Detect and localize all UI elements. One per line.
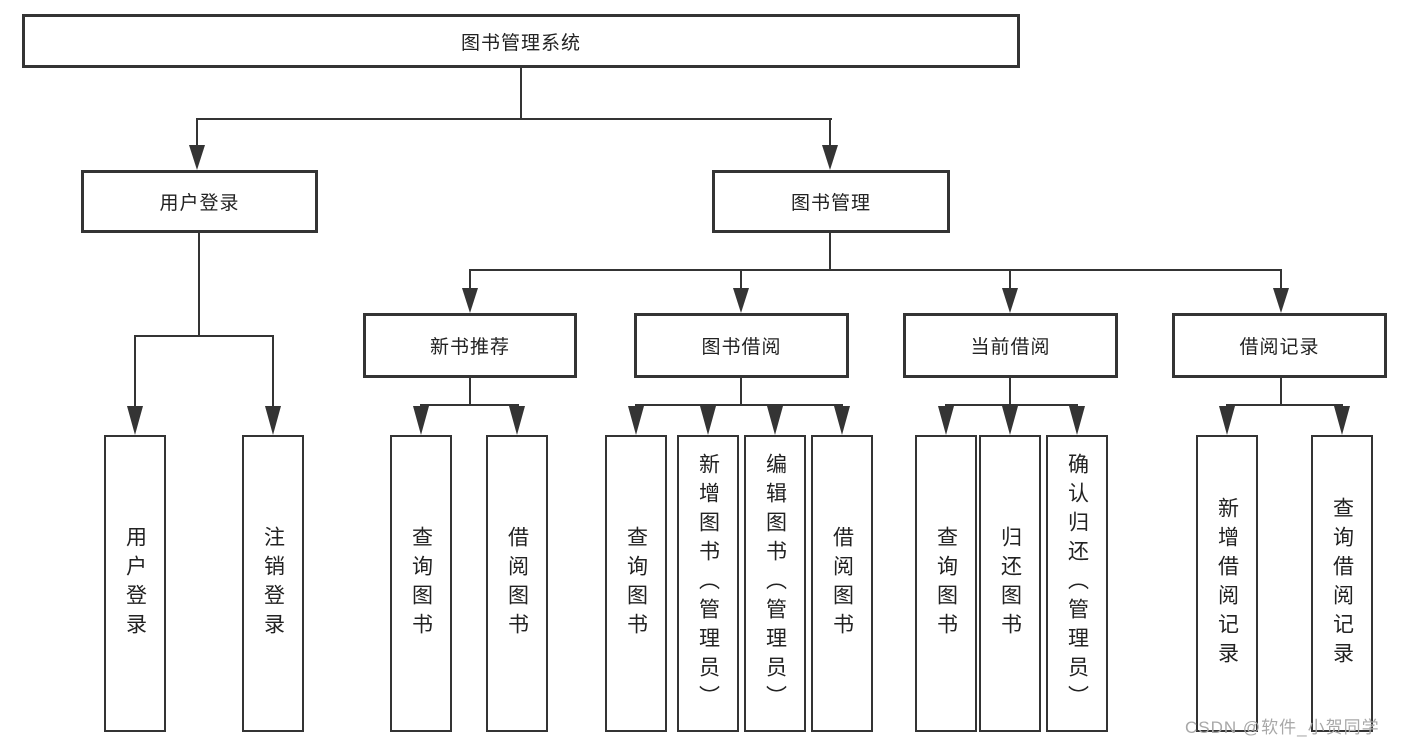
arrow-down-icon bbox=[834, 406, 850, 435]
connector-line bbox=[635, 404, 843, 406]
connector-line bbox=[196, 118, 832, 120]
node-library-management-system: 图书管理系统 bbox=[22, 14, 1020, 68]
arrow-down-icon bbox=[413, 406, 429, 435]
watermark-text: CSDN @软件_小贺同学 bbox=[1185, 718, 1380, 737]
node-borrowing-records: 借阅记录 bbox=[1172, 313, 1387, 378]
leaf-return-books: 归还图书 bbox=[979, 435, 1041, 732]
leaf-query-borrow-record-label: 查询借阅记录 bbox=[1330, 496, 1354, 671]
arrow-down-icon bbox=[700, 406, 716, 435]
arrow-down-icon bbox=[1002, 406, 1018, 435]
arrow-down-icon bbox=[265, 406, 281, 435]
connector-line bbox=[198, 231, 200, 337]
leaf-query-books-recommend: 查询图书 bbox=[390, 435, 452, 732]
connector-line bbox=[134, 335, 136, 411]
leaf-add-book-admin: 新增图书（管理员） bbox=[677, 435, 739, 732]
node-current-borrowing: 当前借阅 bbox=[903, 313, 1118, 378]
arrow-down-icon bbox=[767, 406, 783, 435]
connector-line bbox=[829, 118, 831, 148]
node-book-borrowing: 图书借阅 bbox=[634, 313, 849, 378]
leaf-logout: 注销登录 bbox=[242, 435, 304, 732]
connector-line bbox=[469, 376, 471, 406]
connector-line bbox=[1280, 376, 1282, 406]
leaf-borrow-books-borrowing-label: 借阅图书 bbox=[830, 525, 854, 642]
leaf-user-login-label: 用户登录 bbox=[123, 525, 147, 642]
connector-line bbox=[272, 335, 274, 411]
leaf-query-books-borrowing: 查询图书 bbox=[605, 435, 667, 732]
arrow-down-icon bbox=[938, 406, 954, 435]
leaf-confirm-return-admin-label: 确认归还（管理员） bbox=[1065, 453, 1089, 714]
connector-line bbox=[1226, 404, 1343, 406]
connector-line bbox=[740, 376, 742, 406]
leaf-add-borrow-record-label: 新增借阅记录 bbox=[1215, 496, 1239, 671]
connector-line bbox=[829, 231, 831, 271]
connector-line bbox=[420, 404, 519, 406]
connector-line bbox=[196, 118, 198, 148]
connector-line bbox=[1009, 376, 1011, 406]
leaf-confirm-return-admin: 确认归还（管理员） bbox=[1046, 435, 1108, 732]
connector-line bbox=[740, 269, 742, 291]
connector-line bbox=[1009, 269, 1011, 291]
arrow-down-icon bbox=[1219, 406, 1235, 435]
leaf-query-books-current: 查询图书 bbox=[915, 435, 977, 732]
leaf-edit-book-admin: 编辑图书（管理员） bbox=[744, 435, 806, 732]
leaf-query-books-borrowing-label: 查询图书 bbox=[624, 525, 648, 642]
node-book-management: 图书管理 bbox=[712, 170, 950, 233]
connector-line bbox=[134, 335, 274, 337]
leaf-borrow-books-borrowing: 借阅图书 bbox=[811, 435, 873, 732]
arrow-down-icon bbox=[733, 288, 749, 313]
leaf-add-book-admin-label: 新增图书（管理员） bbox=[696, 453, 720, 714]
arrow-down-icon bbox=[1334, 406, 1350, 435]
leaf-query-borrow-record: 查询借阅记录 bbox=[1311, 435, 1373, 732]
arrow-down-icon bbox=[127, 406, 143, 435]
connector-line bbox=[1280, 269, 1282, 291]
leaf-edit-book-admin-label: 编辑图书（管理员） bbox=[763, 453, 787, 714]
leaf-borrow-books-recommend: 借阅图书 bbox=[486, 435, 548, 732]
leaf-query-books-current-label: 查询图书 bbox=[934, 525, 958, 642]
leaf-return-books-label: 归还图书 bbox=[998, 525, 1022, 642]
leaf-query-books-recommend-label: 查询图书 bbox=[409, 525, 433, 642]
node-new-book-recommend: 新书推荐 bbox=[363, 313, 577, 378]
leaf-add-borrow-record: 新增借阅记录 bbox=[1196, 435, 1258, 732]
connector-line bbox=[469, 269, 1282, 271]
arrow-down-icon bbox=[1273, 288, 1289, 313]
arrow-down-icon bbox=[628, 406, 644, 435]
connector-line bbox=[469, 269, 471, 291]
arrow-down-icon bbox=[1069, 406, 1085, 435]
arrow-down-icon bbox=[462, 288, 478, 313]
arrow-down-icon bbox=[189, 145, 205, 170]
leaf-logout-label: 注销登录 bbox=[261, 525, 285, 642]
leaf-borrow-books-recommend-label: 借阅图书 bbox=[505, 525, 529, 642]
node-user-login: 用户登录 bbox=[81, 170, 318, 233]
leaf-user-login: 用户登录 bbox=[104, 435, 166, 732]
connector-line bbox=[520, 66, 522, 120]
arrow-down-icon bbox=[509, 406, 525, 435]
connector-line bbox=[945, 404, 1078, 406]
arrow-down-icon bbox=[1002, 288, 1018, 313]
arrow-down-icon bbox=[822, 145, 838, 170]
